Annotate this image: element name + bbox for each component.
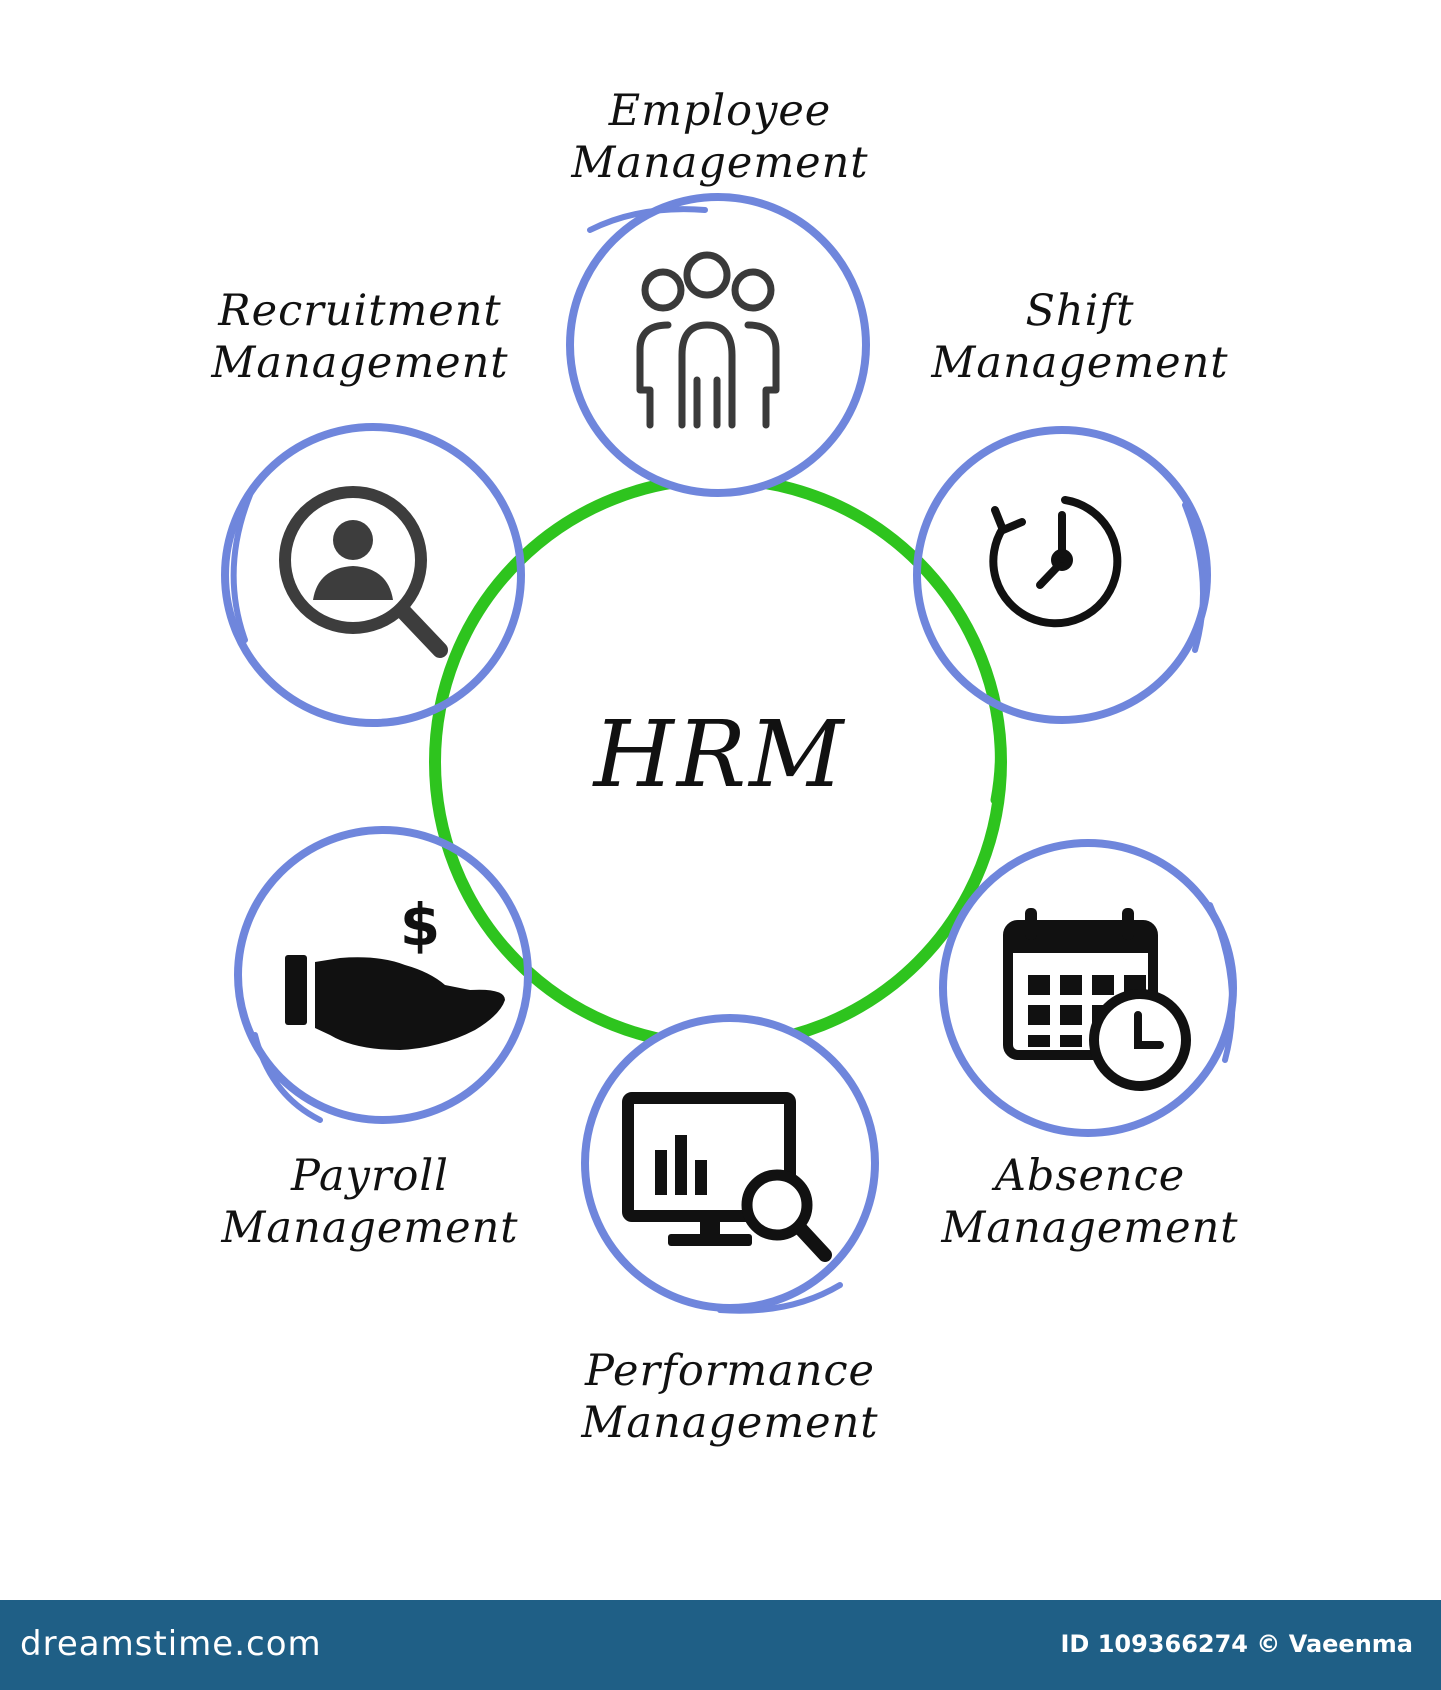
hand-dollar-icon: $ xyxy=(285,891,505,1050)
diagram-canvas: $ HR xyxy=(150,85,1300,1449)
label-payroll-management: Payroll Management xyxy=(170,1150,570,1254)
center-title: HRM xyxy=(593,701,847,808)
label-line: Absence xyxy=(994,1151,1186,1201)
label-line: Management xyxy=(571,138,869,188)
svg-text:$: $ xyxy=(400,891,440,959)
node-ring-payroll xyxy=(234,826,532,1124)
label-line: Recruitment xyxy=(218,286,502,336)
label-line: Management xyxy=(221,1203,519,1253)
label-recruitment-management: Recruitment Management xyxy=(150,285,570,389)
clock-refresh-icon xyxy=(989,496,1122,628)
label-line: Management xyxy=(211,338,509,388)
image-credit: ID 109366274 © Vaeenma xyxy=(1060,1630,1413,1658)
diagram-graphics: $ xyxy=(221,193,1237,1314)
label-line: Shift xyxy=(1025,286,1135,336)
monitor-chart-search-icon xyxy=(622,1092,832,1262)
node-ring-absence xyxy=(939,839,1237,1137)
watermark-footer: dreamstime.com ID 109366274 © Vaeenma xyxy=(0,1600,1441,1690)
calendar-clock-icon xyxy=(1003,908,1191,1091)
node-ring-employee xyxy=(566,193,870,497)
label-line: Employee xyxy=(608,86,832,136)
label-absence-management: Absence Management xyxy=(880,1150,1300,1254)
label-shift-management: Shift Management xyxy=(880,285,1280,389)
label-line: Performance xyxy=(585,1346,875,1396)
label-line: Management xyxy=(581,1398,879,1448)
watermark-logo: dreamstime.com xyxy=(20,1624,322,1664)
node-ring-recruitment xyxy=(221,423,525,727)
people-group-icon xyxy=(636,251,780,429)
label-line: Management xyxy=(941,1203,1239,1253)
label-performance-management: Performance Management xyxy=(520,1345,940,1449)
label-line: Payroll xyxy=(291,1151,449,1201)
person-search-icon xyxy=(279,486,448,658)
label-line: Management xyxy=(931,338,1229,388)
label-employee-management: Employee Management xyxy=(510,85,930,189)
node-ring-shift xyxy=(913,426,1211,724)
